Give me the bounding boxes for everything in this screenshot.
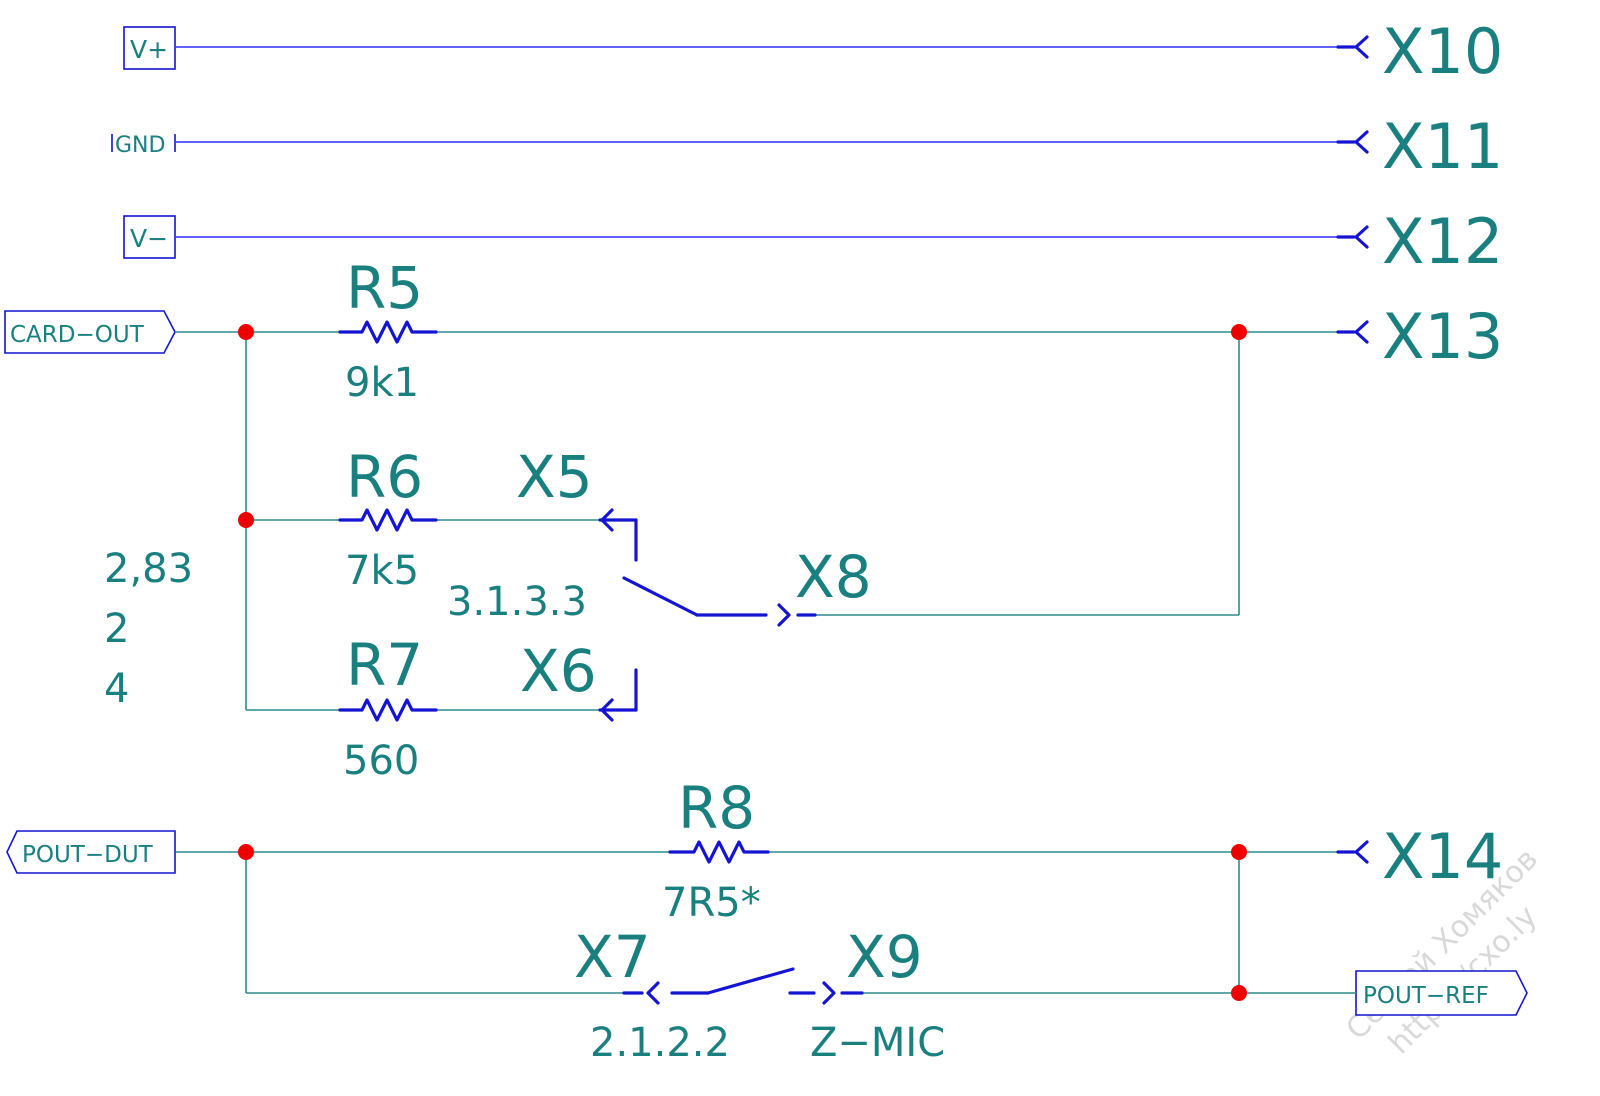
x5-label: X5	[516, 443, 593, 511]
junction-dot	[1231, 324, 1247, 340]
r5-symbol	[338, 320, 438, 344]
resistor-labels: R5 9k1 R6 7k5 R7 560 R8 7R5*	[343, 254, 761, 926]
port-pout-dut: POUT−DUT	[6, 830, 176, 874]
port-pout-ref: POUT−REF	[1355, 970, 1528, 1016]
port-v-plus: V+	[123, 26, 176, 70]
notes: 2,83 2 4	[104, 546, 193, 712]
x8-label: X8	[795, 543, 872, 611]
r7-symbol	[338, 698, 438, 722]
rail-v-minus	[176, 225, 1369, 249]
x13-symbol	[1336, 320, 1369, 344]
note-line: 4	[104, 666, 129, 712]
switch-s1	[598, 508, 817, 722]
r5-value: 9k1	[345, 360, 419, 406]
x9-label: X9	[846, 923, 923, 991]
connector-labels: X10 X11 X12 X13 X14 X5 X6 X8 X7 X9	[516, 15, 1503, 991]
junction-dot	[1231, 985, 1247, 1001]
switch-s2	[622, 967, 864, 1005]
x14-symbol	[1336, 840, 1369, 864]
junction-dot	[1231, 844, 1247, 860]
x7-label: X7	[574, 923, 651, 991]
switch-s2-label: 2.1.2.2	[590, 1020, 730, 1066]
r8-symbol	[668, 840, 770, 864]
r8-value: 7R5*	[662, 880, 761, 926]
x6-label: X6	[520, 637, 597, 705]
x14-label: X14	[1382, 820, 1503, 893]
port-gnd: GND	[111, 133, 176, 158]
port-card-out-label: CARD−OUT	[10, 322, 145, 348]
r6-symbol	[338, 508, 438, 532]
switch-labels: 3.1.3.3 2.1.2.2 Z−MIC	[447, 579, 945, 1066]
r8-ref: R8	[678, 774, 755, 842]
port-gnd-label: GND	[115, 133, 165, 158]
port-pout-dut-label: POUT−DUT	[22, 842, 154, 868]
r7-ref: R7	[346, 631, 423, 699]
r6-value: 7k5	[345, 548, 419, 594]
junctions	[238, 324, 1247, 1001]
junction-dot	[238, 844, 254, 860]
x11-label: X11	[1382, 110, 1503, 183]
r5-ref: R5	[346, 254, 423, 322]
junction-dot	[238, 512, 254, 528]
rail-v-plus	[176, 35, 1369, 59]
port-v-plus-label: V+	[130, 35, 168, 64]
r7-value: 560	[343, 738, 419, 784]
x13-label: X13	[1382, 300, 1503, 373]
x12-label: X12	[1382, 205, 1503, 278]
switch-s1-label: 3.1.3.3	[447, 579, 587, 625]
rail-gnd	[176, 130, 1369, 154]
switch-s2-name: Z−MIC	[810, 1020, 945, 1066]
port-v-minus: V−	[123, 215, 176, 259]
note-line: 2	[104, 606, 129, 652]
port-pout-ref-label: POUT−REF	[1363, 983, 1489, 1009]
junction-dot	[238, 324, 254, 340]
port-card-out: CARD−OUT	[4, 310, 176, 354]
r6-ref: R6	[346, 443, 423, 511]
wires	[176, 331, 1356, 994]
x10-label: X10	[1382, 15, 1503, 88]
note-line: 2,83	[104, 546, 193, 592]
port-v-minus-label: V−	[130, 224, 168, 253]
